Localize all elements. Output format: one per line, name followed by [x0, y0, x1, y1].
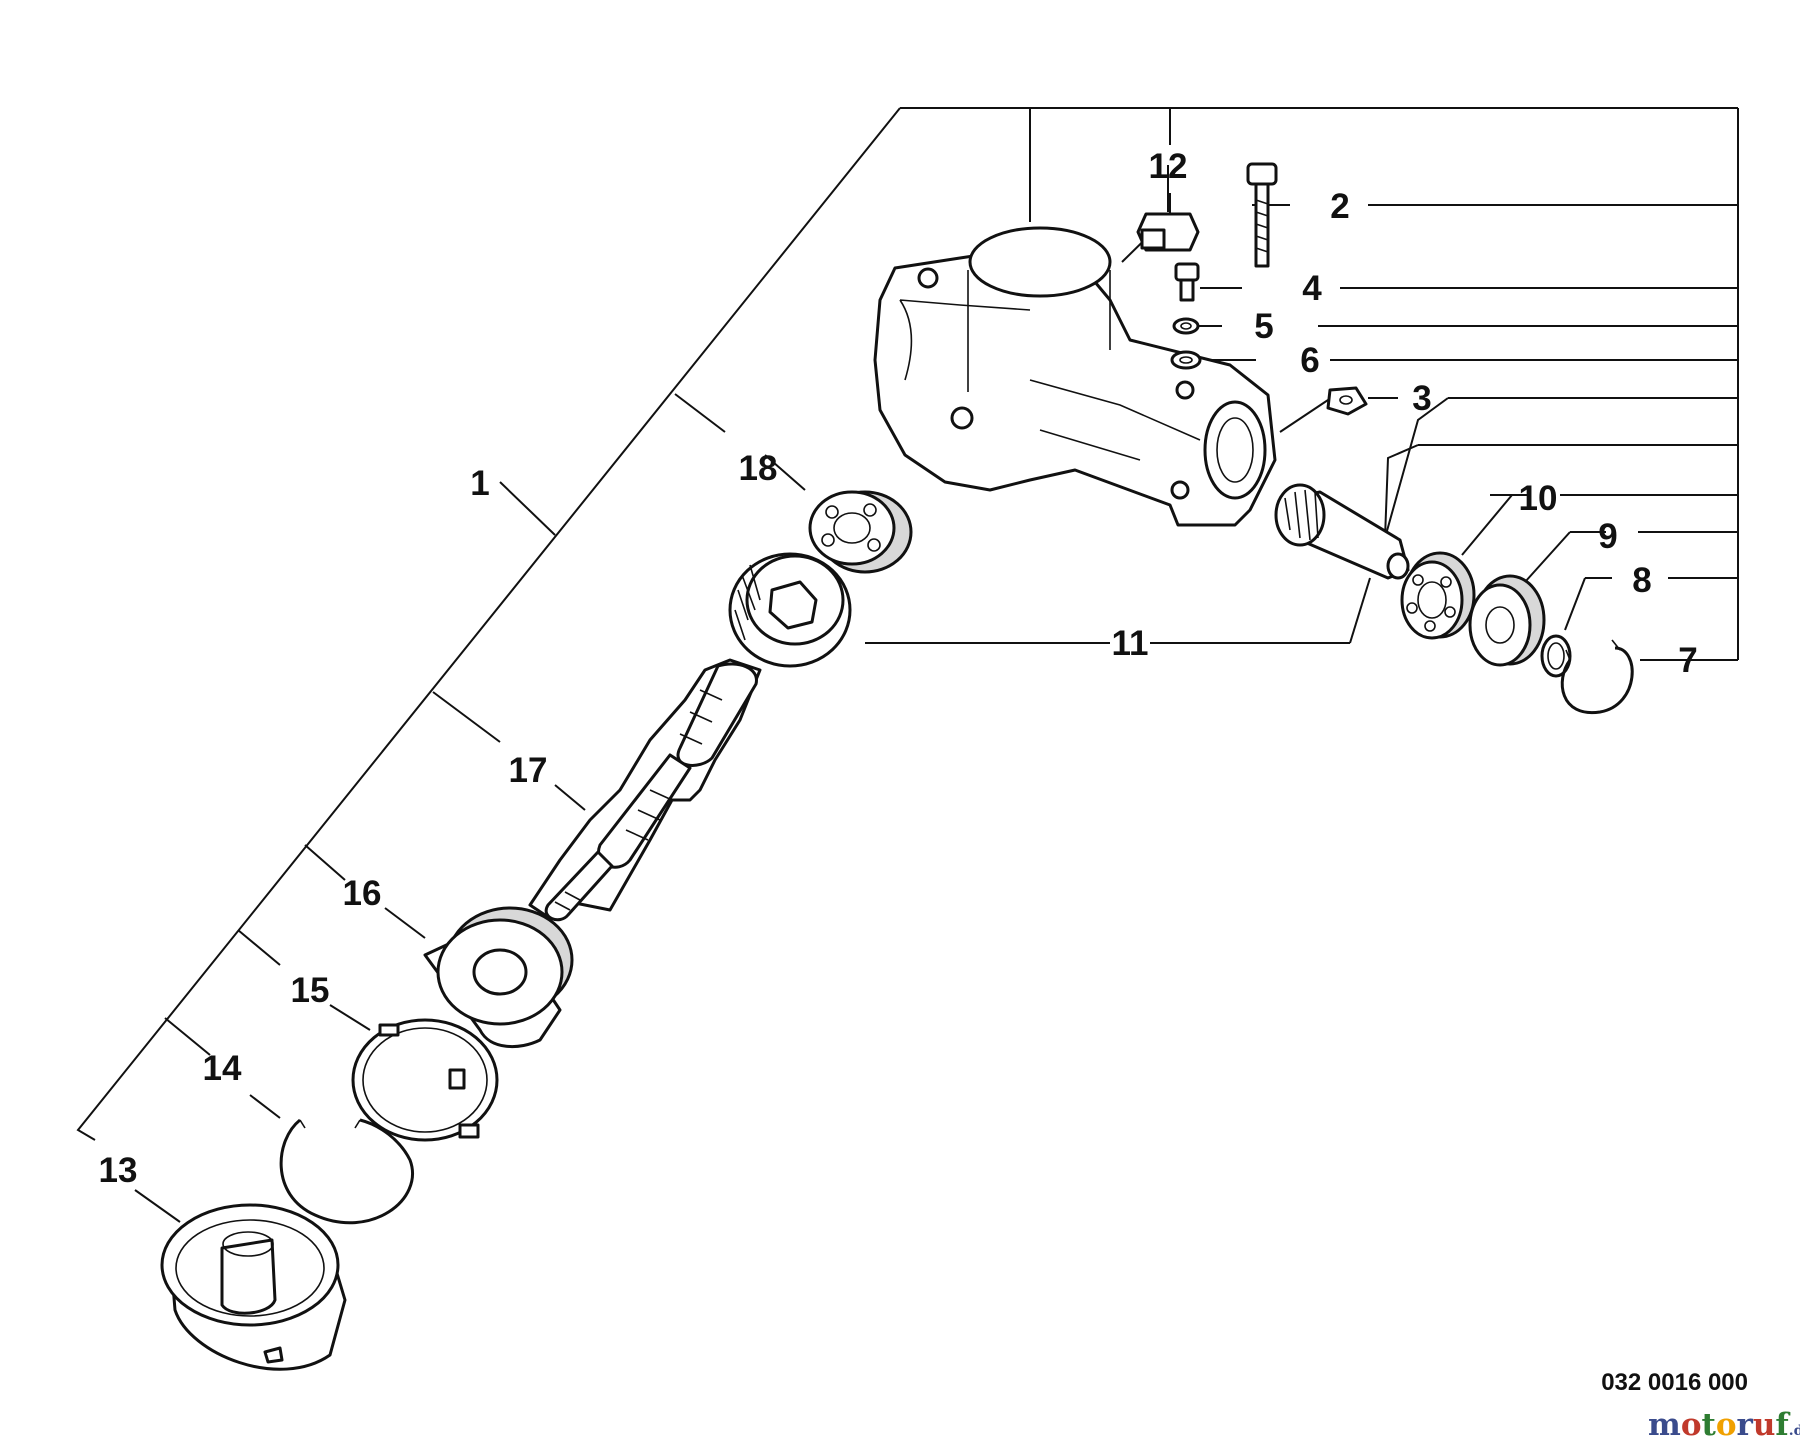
gear-housing: [873, 226, 1277, 527]
callout-7: 7: [1678, 641, 1697, 680]
cap-13: [160, 1203, 347, 1371]
callout-numbers: 1 2 3 4 5 6 7 8 9 10 11 12 13 14 15 16 1…: [99, 147, 1698, 1190]
pinion-shaft: [1274, 483, 1410, 580]
callout-13: 13: [99, 1151, 138, 1190]
callout-3: 3: [1412, 379, 1431, 418]
washer-5: [1172, 317, 1200, 335]
callout-15: 15: [291, 971, 330, 1010]
callout-6: 6: [1300, 341, 1319, 380]
callout-11: 11: [1112, 624, 1149, 663]
callout-2: 2: [1330, 187, 1349, 226]
retaining-ring-8: [1540, 634, 1572, 678]
washer-6: [1170, 350, 1202, 370]
watermark-letter: o: [1716, 1407, 1737, 1443]
callout-14: 14: [203, 1049, 242, 1088]
watermark-letter: u: [1753, 1407, 1776, 1443]
callout-18: 18: [739, 449, 778, 488]
watermark-letter: m: [1648, 1407, 1681, 1443]
bearing-9: [1468, 574, 1546, 667]
watermark-tld: .de: [1789, 1423, 1800, 1439]
callout-17: 17: [509, 751, 548, 790]
watermark-letter: o: [1681, 1407, 1702, 1443]
circlip-14: [279, 1118, 414, 1225]
watermark-text: motoruf: [1648, 1407, 1790, 1443]
callout-1: 1: [470, 464, 489, 503]
bolt-12: [1136, 212, 1200, 252]
watermark-letter: t: [1702, 1407, 1717, 1443]
bevel-gear: [728, 552, 852, 668]
callout-8: 8: [1632, 561, 1651, 600]
screw-4: [1174, 262, 1200, 302]
callout-4: 4: [1302, 269, 1322, 308]
callout-16: 16: [343, 874, 382, 913]
bearing-16: [423, 906, 574, 1049]
callout-9: 9: [1598, 517, 1617, 556]
leader-lines: [76, 107, 1739, 1223]
diagram-reference-number: 032 0016 000: [1601, 1369, 1748, 1396]
callout-12: 12: [1149, 147, 1188, 186]
screw-2: [1246, 162, 1278, 268]
watermark-logo: motoruf.de: [1648, 1407, 1800, 1443]
watermark-letter: f: [1775, 1407, 1790, 1443]
lock-plate-15: [351, 1018, 499, 1142]
watermark-letter: r: [1737, 1407, 1754, 1443]
splined-shaft: [528, 658, 762, 947]
callout-10: 10: [1519, 479, 1558, 518]
circlip-7: [1560, 639, 1634, 715]
bearing-18: [808, 490, 913, 574]
bearing-10: [1400, 551, 1476, 640]
clip-3: [1326, 386, 1368, 416]
callout-5: 5: [1254, 307, 1273, 346]
